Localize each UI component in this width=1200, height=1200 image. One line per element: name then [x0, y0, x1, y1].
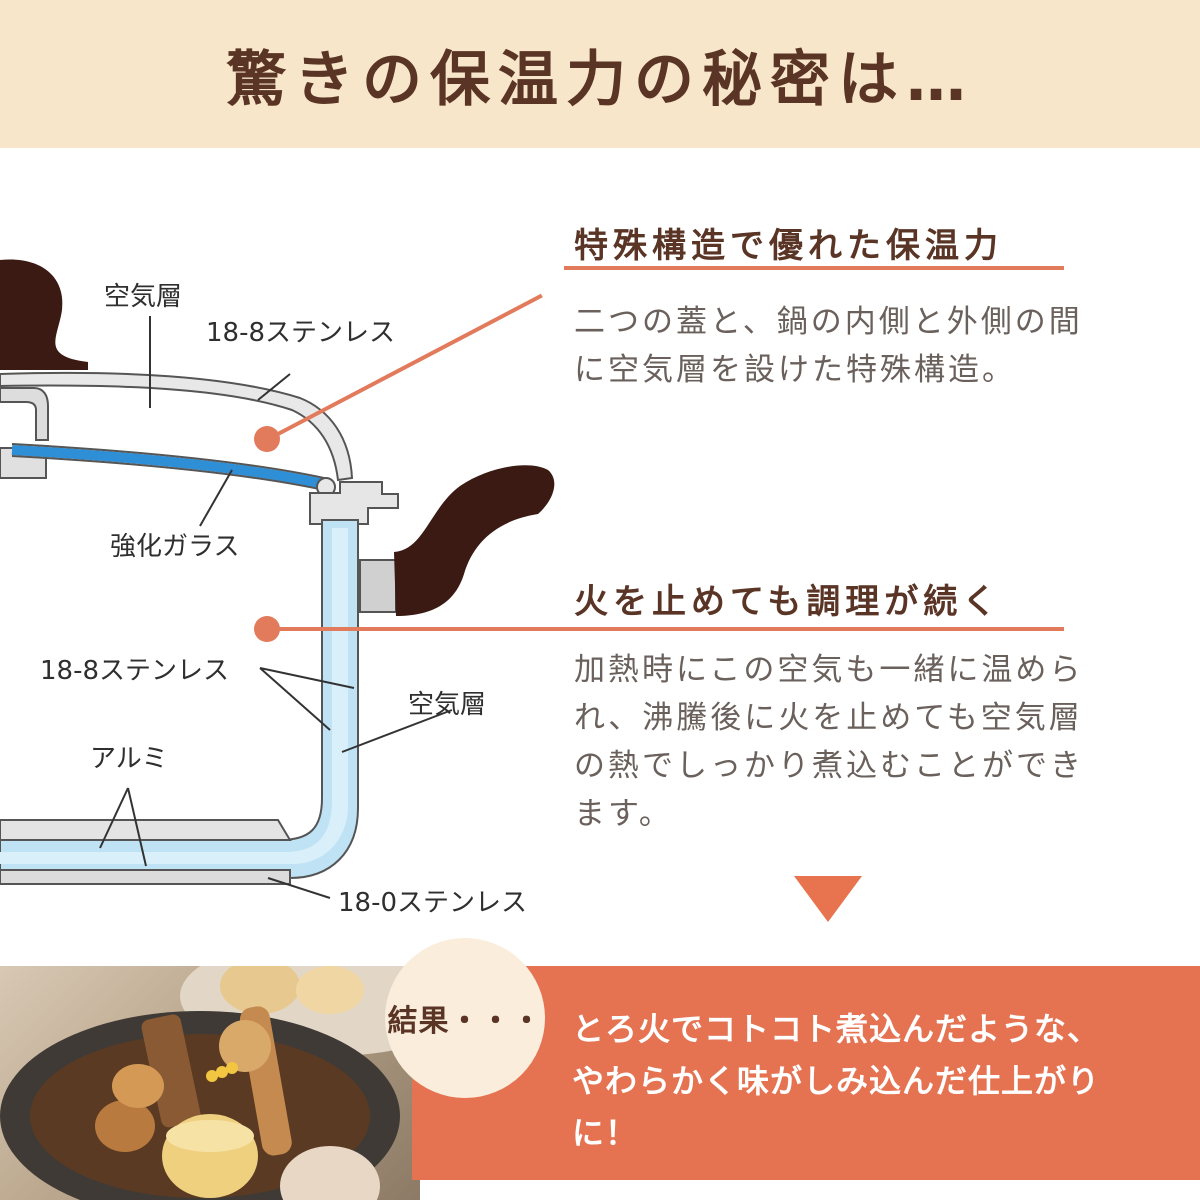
- label-aluminum: アルミ: [90, 744, 168, 774]
- feature-2-marker-dot: [254, 616, 280, 642]
- glass-lid-outline: [11, 443, 325, 491]
- leader-air-side: [341, 709, 453, 753]
- label-stainless-lid: 18-8ステンレス: [206, 318, 396, 348]
- pot-bottom-plate: [0, 819, 292, 841]
- leader-glass: [199, 469, 233, 527]
- result-text: とろ火でコトコト煮込んだような、やわらかく味がしみ込んだ仕上がりに！: [572, 1010, 1101, 1152]
- pot-illustration: [0, 259, 555, 899]
- header-banner: 驚きの保温力の秘密は…: [0, 0, 1200, 148]
- leader-stainless-body: [259, 667, 355, 731]
- oden-illustration: [0, 966, 420, 1200]
- leader-stainless-bottom: [267, 877, 331, 899]
- page-title: 驚きの保温力の秘密は…: [226, 44, 974, 115]
- feature-2-title: 火を止めても調理が続く: [574, 582, 1002, 622]
- label-air-layer-top: 空気層: [104, 282, 183, 312]
- result-badge: 結果・・・: [385, 938, 545, 1098]
- leader-stainless-lid: [257, 373, 291, 401]
- pot-cross-section-diagram: 空気層 18-8ステンレス 強化ガラス 18-8ステンレス 空気層 アルミ 18…: [0, 148, 600, 968]
- pot-bottom-base: [0, 869, 291, 885]
- feature-1-marker-dot: [254, 426, 280, 452]
- pot-wall-inner: [0, 528, 348, 864]
- label-tempered-glass: 強化ガラス: [110, 532, 240, 562]
- result-badge-label: 結果・・・: [387, 1004, 543, 1039]
- lid-knob: [0, 259, 88, 370]
- lid-handle-bracket: [0, 387, 49, 441]
- side-handle: [394, 465, 555, 616]
- lid-outer-shell: [0, 371, 354, 482]
- glass-lid: [11, 445, 326, 489]
- label-stainless-bottom: 18-0ステンレス: [338, 888, 528, 918]
- feature-1-title: 特殊構造で優れた保温力: [574, 226, 1003, 266]
- oden-photo: [0, 966, 420, 1200]
- label-air-layer-side: 空気層: [408, 690, 487, 720]
- leader-aluminum: [99, 787, 147, 867]
- feature-2-body: 加熱時にこの空気も一緒に温められ、沸騰後に火を止めても空気層の熱でしっかり煮込む…: [574, 652, 1084, 832]
- feature-2-leader: [270, 627, 1064, 631]
- feature-1-underline: [564, 266, 1064, 270]
- label-stainless-body: 18-8ステンレス: [40, 656, 230, 686]
- feature-1-body: 二つの蓋と、鍋の内側と外側の間に空気層を設けた特殊構造。: [574, 304, 1083, 388]
- handle-connector: [359, 559, 397, 613]
- down-arrow-icon: [794, 876, 862, 922]
